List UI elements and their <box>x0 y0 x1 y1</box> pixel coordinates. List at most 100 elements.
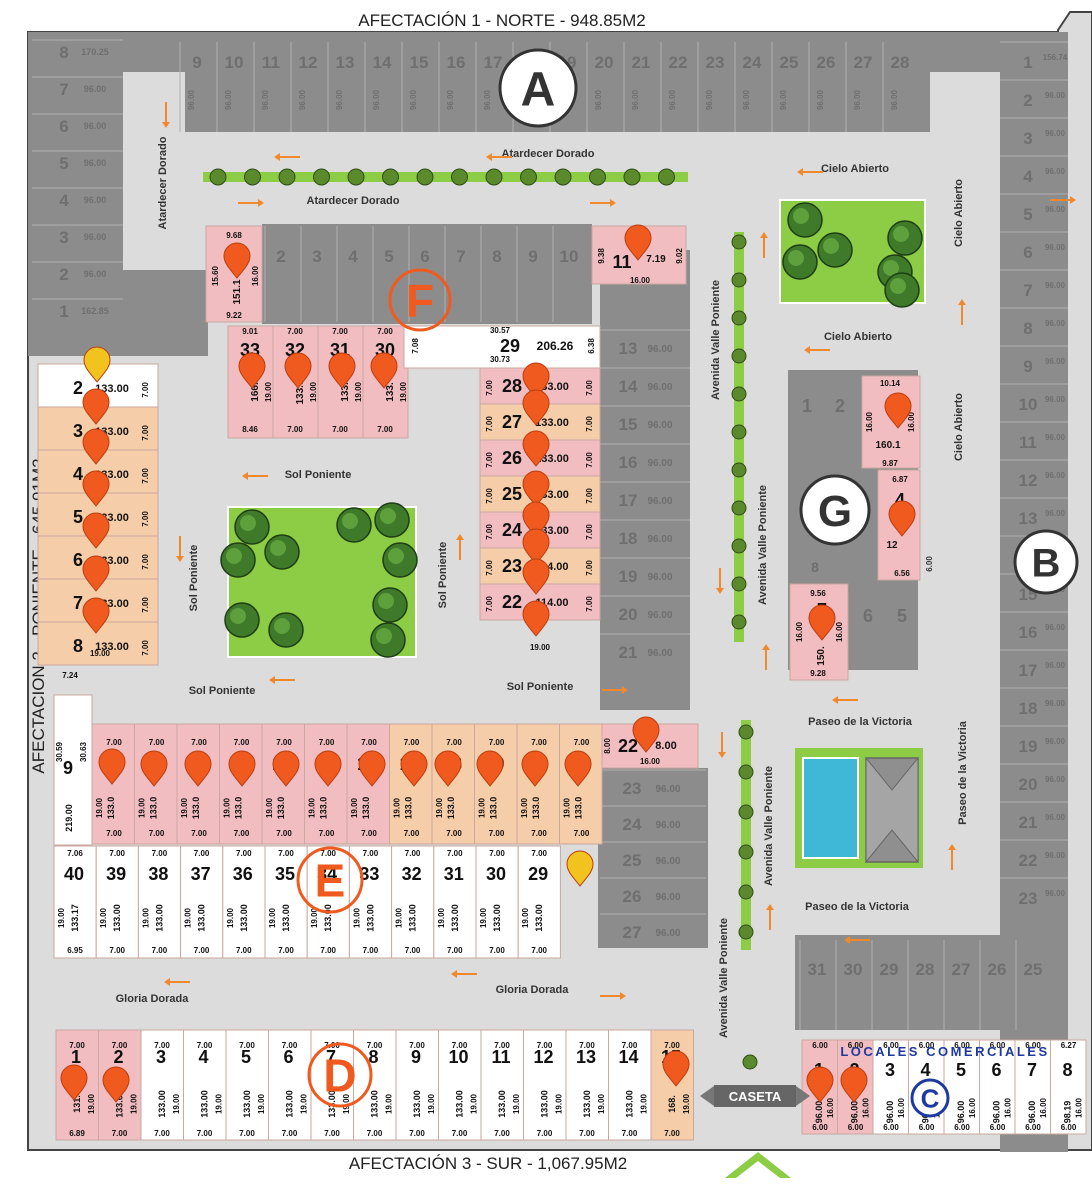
gray-lot-number: 5 <box>1023 205 1032 224</box>
lot-cell <box>565 1029 609 1141</box>
gray-lot-number: 25 <box>1024 960 1043 979</box>
lot-area: 150. <box>816 646 827 666</box>
gray-lot-number: 6 <box>863 606 873 626</box>
gray-lot-area: 96.00 <box>1045 623 1066 632</box>
south-edge-label: AFECTACIÓN 3 - SUR - 1,067.95M2 <box>349 1154 627 1173</box>
lot-number: 36 <box>233 864 253 884</box>
lot-dim: 15.60 <box>211 265 220 286</box>
lot-dim: 19.00 <box>393 797 402 818</box>
pin-body <box>370 352 398 389</box>
map-pin-icon <box>83 346 111 383</box>
lot-dim: 19.00 <box>300 1093 309 1114</box>
lot-area: 133.00 <box>540 1090 550 1118</box>
gray-lot-area: 96.00 <box>1045 281 1066 290</box>
lot-dim: 7.00 <box>276 738 292 747</box>
pin-body <box>522 558 550 595</box>
pin-body <box>522 430 550 467</box>
lot-dim: 30.59 <box>55 741 64 762</box>
lot-cell <box>474 723 518 845</box>
lot-dim: 7.06 <box>67 849 83 858</box>
lot-dim: 7.00 <box>239 1129 255 1138</box>
lot-area: 133.00 <box>95 641 129 653</box>
lot-dim: 19.00 <box>257 1093 266 1114</box>
lot-dim: 7.00 <box>361 738 377 747</box>
lot-dim: 7.00 <box>579 1129 595 1138</box>
map-pin-icon <box>223 242 251 279</box>
gray-lot-area: 96.00 <box>647 344 672 355</box>
pin-body <box>624 224 652 261</box>
lot-dim: 7.00 <box>141 425 150 441</box>
tree-highlight <box>376 628 392 644</box>
pin-body <box>888 500 916 537</box>
gray-lot-area: 96.00 <box>853 89 862 110</box>
lot-dim: 7.00 <box>332 327 348 336</box>
shrub-icon <box>731 272 747 288</box>
gray-lot-area: 96.00 <box>84 158 107 168</box>
gray-lot-number: 17 <box>484 53 503 72</box>
pin-body <box>140 750 168 787</box>
gray-lot-area: 96.00 <box>483 89 492 110</box>
block-letter-g: G <box>818 487 852 536</box>
pin-body <box>82 597 110 634</box>
lot-dim: 7.00 <box>622 1129 638 1138</box>
map-pin-icon <box>82 512 110 549</box>
map-pin-icon <box>370 352 398 389</box>
block-letter-e: E <box>315 855 346 907</box>
pin-body <box>522 528 550 565</box>
lot-area: 133.0 <box>446 797 456 820</box>
lot-cell <box>261 723 305 845</box>
lot-cell <box>306 845 350 959</box>
map-pin-icon <box>272 750 300 787</box>
lot-dim: 7.00 <box>579 1041 595 1050</box>
lot-dim: 7.00 <box>585 596 594 612</box>
arrow-icon <box>766 904 774 930</box>
lot-dim: 7.00 <box>191 738 207 747</box>
map-pin-icon <box>522 528 550 565</box>
lot-dim: 7.00 <box>404 829 420 838</box>
gray-lot-area: 96.00 <box>647 534 672 545</box>
lot-dim: 19.00 <box>172 1093 181 1114</box>
lot-area: 133.00 <box>115 1090 125 1118</box>
map-pin-icon <box>522 389 550 426</box>
arrow-head <box>620 992 626 1000</box>
lot-area: 133.00 <box>412 1090 422 1118</box>
arrow-icon <box>760 232 768 258</box>
lot-number: 34 <box>317 864 337 884</box>
block-letter-d: D <box>323 1050 356 1102</box>
lot-number: 33 <box>359 864 379 884</box>
lot-area: 8.00 <box>655 740 676 752</box>
pin-body <box>434 750 462 787</box>
lot-dim: 7.00 <box>489 946 505 955</box>
lot-dim: 6.00 <box>1061 1123 1077 1132</box>
lot-number: 9 <box>411 1047 421 1067</box>
gray-lot-area: 156.74 <box>1043 53 1068 62</box>
shrub-icon <box>347 168 365 186</box>
shrub-icon <box>382 168 399 186</box>
lot-area: 96.00 <box>1027 1101 1037 1124</box>
shrub-icon <box>731 576 747 592</box>
lot-dim: 7.00 <box>278 946 294 955</box>
street-cielo-4: Cielo Abierto <box>953 393 965 461</box>
lot-number: 40 <box>64 864 84 884</box>
pin-body <box>238 352 266 389</box>
lot-dim: 7.00 <box>319 738 335 747</box>
arrow-head <box>269 676 275 684</box>
lot-dim: 7.00 <box>447 946 463 955</box>
lot-number: 7 <box>73 593 83 613</box>
gray-lot-area: 96.00 <box>1045 737 1066 746</box>
lot-number: 29 <box>528 864 548 884</box>
map-pin-icon <box>82 597 110 634</box>
lot-area: 133.00 <box>365 904 375 932</box>
map-pin-icon <box>888 500 916 537</box>
lot-number: 6 <box>283 1047 293 1067</box>
gray-lot-number: 10 <box>1019 395 1038 414</box>
lot-dim: 7.00 <box>585 560 594 576</box>
gray-lot-number: 1 <box>1023 53 1032 72</box>
lot-area: 160.1 <box>875 440 900 451</box>
lot-number: 11 <box>491 1047 510 1067</box>
gray-lot-number: 2 <box>276 247 285 266</box>
pin-body <box>328 352 356 389</box>
pin-body <box>476 750 504 787</box>
arrow-icon <box>269 676 295 684</box>
